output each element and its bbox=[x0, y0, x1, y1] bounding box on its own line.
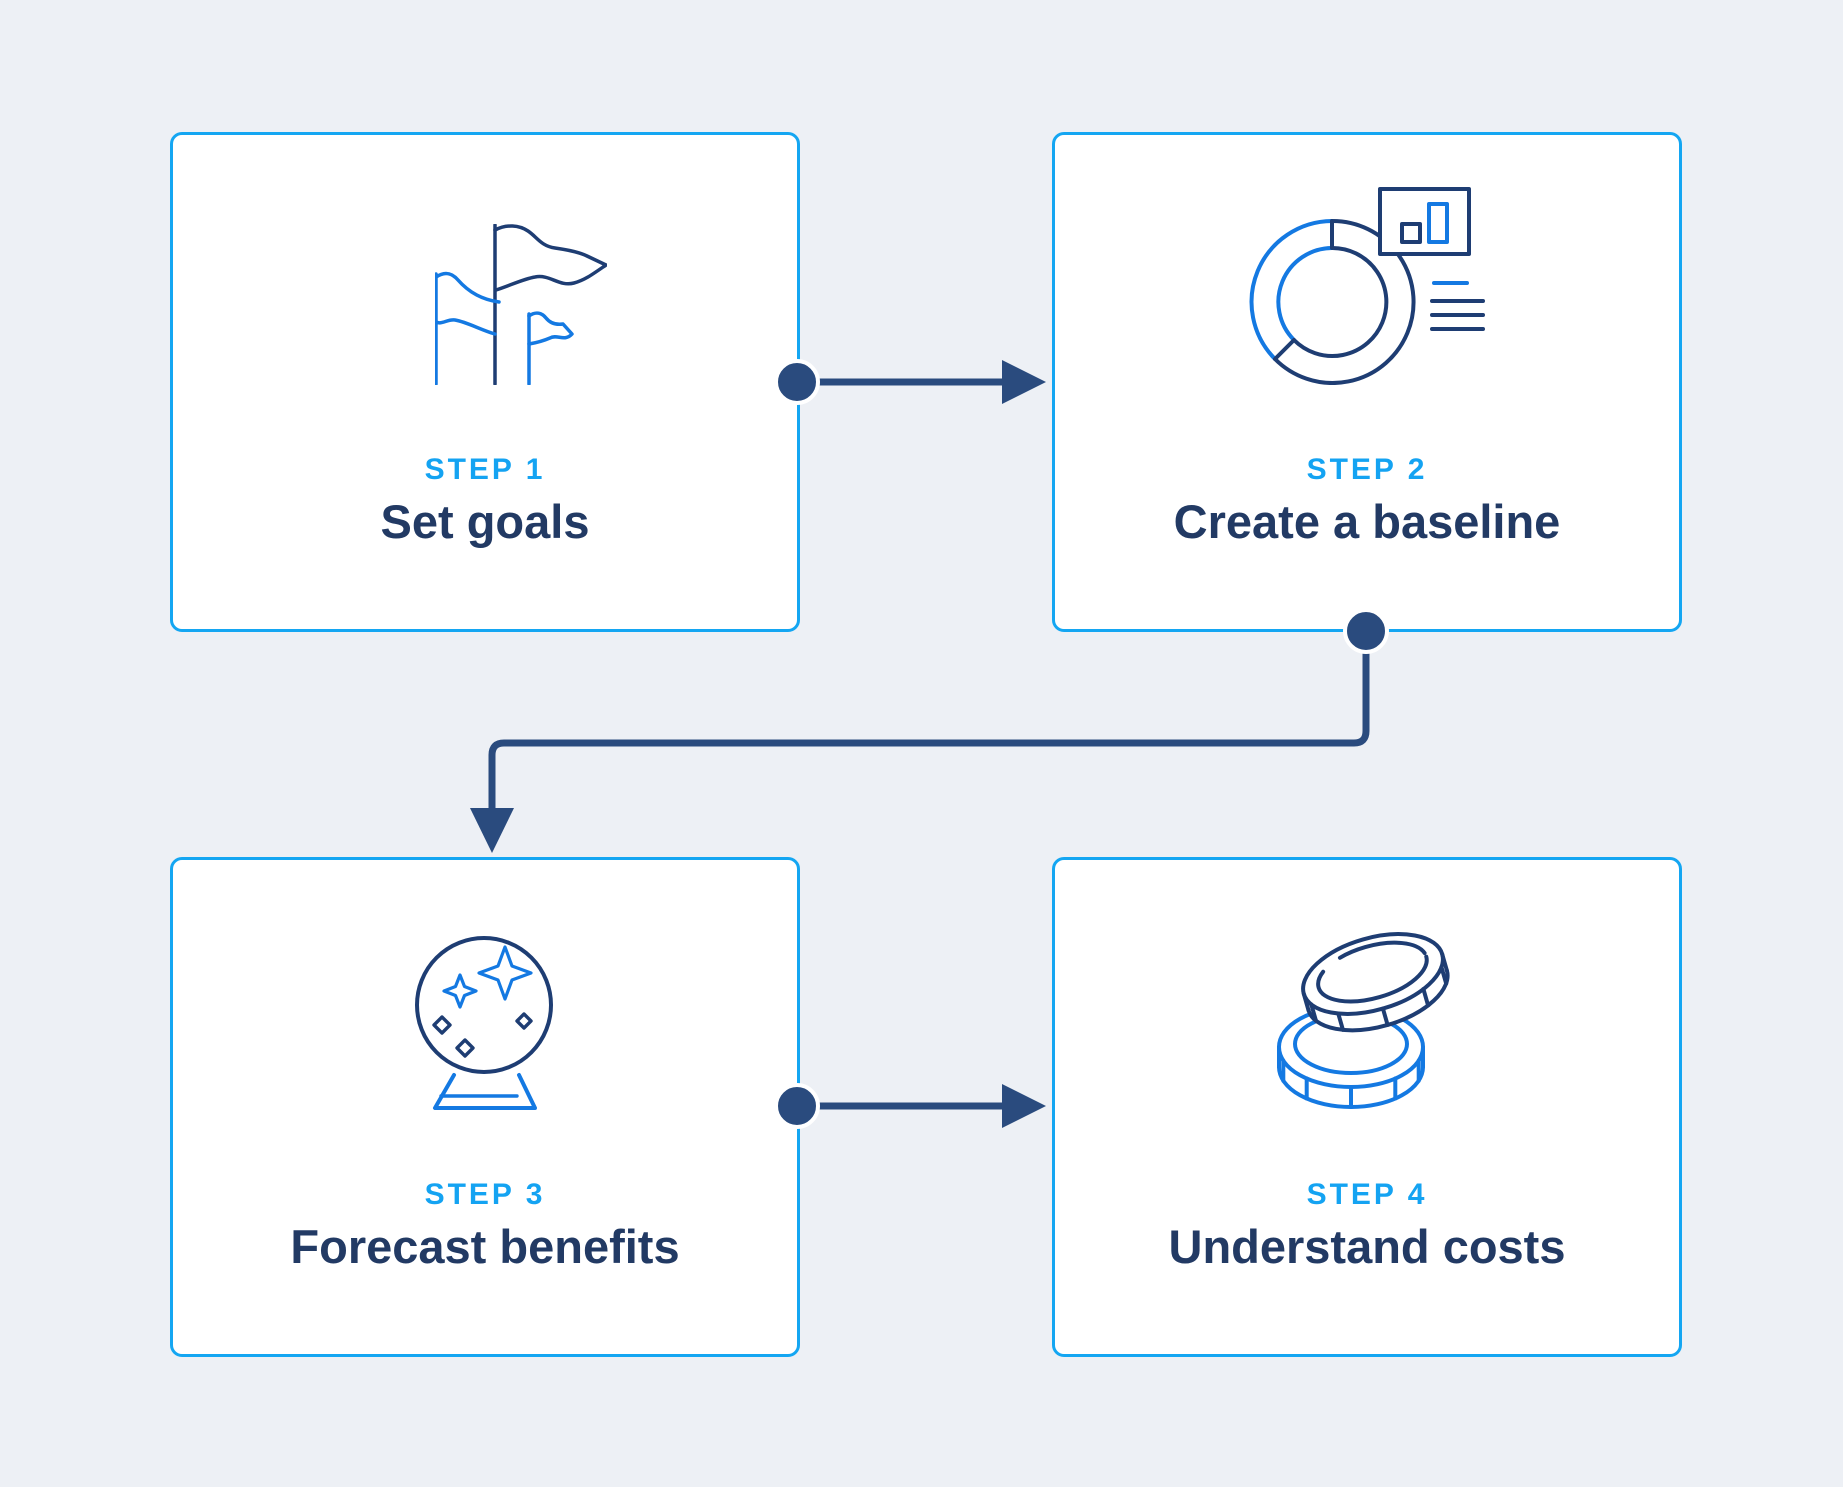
crystal-ball-icon bbox=[415, 936, 553, 1110]
step-label-1: STEP 1 bbox=[424, 453, 546, 486]
step-title-3: Forecast benefits bbox=[290, 1220, 680, 1273]
step-card-1: STEP 1 Set goals bbox=[170, 132, 800, 632]
step-title-2: Create a baseline bbox=[1173, 495, 1561, 548]
step-label-4: STEP 4 bbox=[1306, 1178, 1428, 1211]
step-card-2: STEP 2 Create a baseline bbox=[1052, 132, 1682, 632]
coins-icon bbox=[1277, 932, 1450, 1109]
flags-icon bbox=[173, 185, 797, 385]
arrow-step3-to-step4 bbox=[774, 1083, 1046, 1129]
donut-chart-icon bbox=[1249, 187, 1485, 385]
coins-icon bbox=[1055, 910, 1679, 1110]
connector-dot bbox=[774, 1083, 820, 1129]
flags-icon bbox=[435, 224, 607, 385]
step-label-2: STEP 2 bbox=[1306, 453, 1428, 486]
donut-chart-icon bbox=[1055, 185, 1679, 385]
crystal-ball-icon bbox=[173, 910, 797, 1110]
step-card-4: STEP 4 Understand costs bbox=[1052, 857, 1682, 1357]
connector-dot bbox=[774, 359, 820, 405]
step-card-3: STEP 3 Forecast benefits bbox=[170, 857, 800, 1357]
arrow-step2-to-step3 bbox=[470, 608, 1389, 853]
step-label-3: STEP 3 bbox=[424, 1178, 546, 1211]
step-title-1: Set goals bbox=[380, 495, 590, 548]
arrow-step1-to-step2 bbox=[774, 359, 1046, 405]
step-title-4: Understand costs bbox=[1168, 1220, 1566, 1273]
connector-dot bbox=[1343, 608, 1389, 654]
